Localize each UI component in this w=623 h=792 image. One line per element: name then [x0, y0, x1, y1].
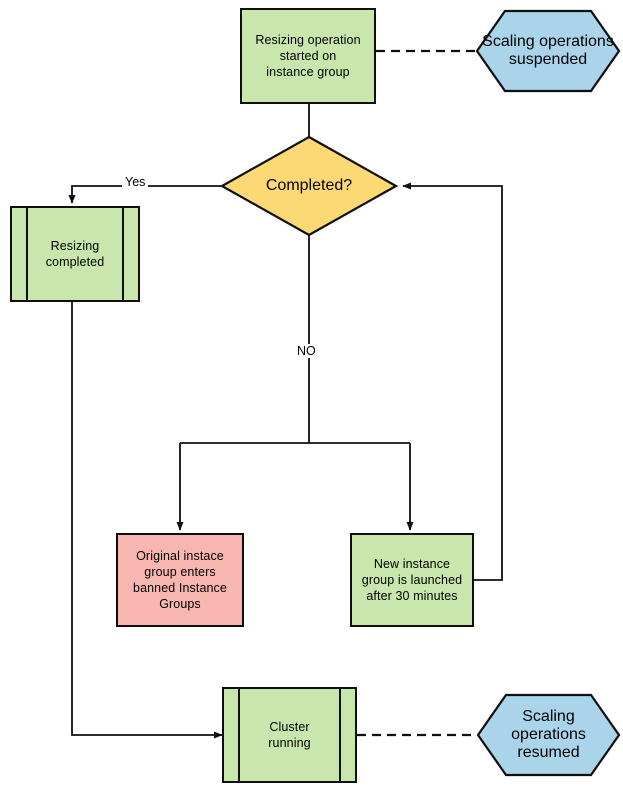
diamond-shape-completed — [219, 135, 399, 237]
edge-new-group-back-to-completed — [402, 182, 503, 581]
node-original-banned-label: Original instace group enters banned Ins… — [133, 549, 227, 611]
node-scaling-resumed[interactable]: Scaling operations resumed — [476, 693, 621, 777]
node-resizing-started[interactable]: Resizing operation started on instance g… — [240, 8, 376, 104]
node-scaling-suspended[interactable]: Scaling operations suspended — [475, 9, 621, 93]
predefined-process-rule-left — [26, 208, 28, 300]
edge-label-no: NO — [294, 344, 319, 358]
node-cluster-running-label: Cluster running — [268, 720, 311, 750]
node-new-instance-group[interactable]: New instance group is launched after 30 … — [350, 533, 474, 627]
node-resizing-completed-label: Resizing completed — [45, 239, 105, 269]
hexagon-shape-suspended — [475, 9, 621, 93]
hexagon-shape-resumed — [476, 693, 621, 777]
node-resizing-completed[interactable]: Resizing completed — [10, 206, 140, 302]
predefined-process-rule-right — [122, 208, 124, 300]
cluster-running-rule-left — [238, 689, 240, 781]
edge-resizing-completed-to-cluster-running — [71, 302, 223, 739]
node-resizing-started-label: Resizing operation started on instance g… — [255, 33, 361, 79]
node-new-instance-group-label: New instance group is launched after 30 … — [361, 557, 463, 603]
cluster-running-rule-right — [339, 689, 341, 781]
edge-label-yes: Yes — [122, 175, 149, 189]
node-scaling-resumed-label: Scaling operations resumed — [511, 708, 586, 761]
node-completed-decision-label: Completed? — [265, 177, 353, 194]
node-cluster-running[interactable]: Cluster running — [222, 687, 357, 783]
node-completed-decision[interactable]: Completed? — [219, 135, 399, 237]
node-original-banned[interactable]: Original instace group enters banned Ins… — [116, 533, 244, 627]
node-scaling-suspended-label: Scaling operations suspended — [482, 33, 614, 68]
